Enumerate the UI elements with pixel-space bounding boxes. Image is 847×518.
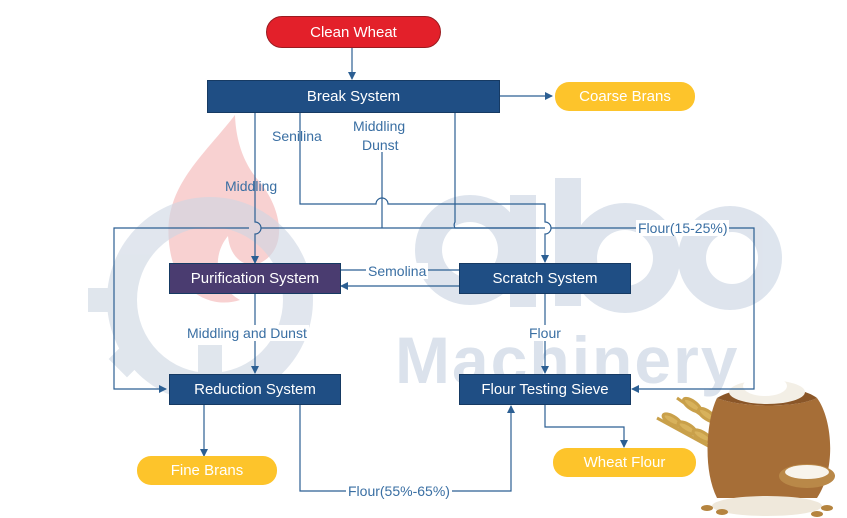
- reduction-system-node: Reduction System: [169, 374, 341, 405]
- coarse-brans-node: Coarse Brans: [555, 82, 695, 111]
- break-system-node: Break System: [207, 80, 500, 113]
- label-middling-dunst-1: Middling: [353, 118, 405, 134]
- edge-flour-15-25: [454, 113, 754, 389]
- edge-sieve-to-wheat-flour: [545, 405, 624, 447]
- label-middling-and-dunst: Middling and Dunst: [185, 325, 309, 341]
- edge-flour-55-65: [300, 405, 511, 491]
- label-flour: Flour: [527, 325, 563, 341]
- label-semolina: Semolina: [366, 263, 428, 279]
- purification-system-node: Purification System: [169, 263, 341, 294]
- label-senilina: Senilina: [272, 128, 322, 144]
- clean-wheat-node: Clean Wheat: [266, 16, 441, 48]
- label-flour-15-25: Flour(15-25%): [636, 220, 729, 236]
- label-middling: Middling: [225, 178, 277, 194]
- scratch-system-node: Scratch System: [459, 263, 631, 294]
- label-flour-55-65: Flour(55%-65%): [346, 483, 452, 499]
- flour-testing-sieve-node: Flour Testing Sieve: [459, 374, 631, 405]
- label-middling-dunst-2: Dunst: [362, 137, 399, 153]
- fine-brans-node: Fine Brans: [137, 456, 277, 485]
- edge-senilina: [300, 113, 551, 262]
- wheat-flour-node: Wheat Flour: [553, 448, 696, 477]
